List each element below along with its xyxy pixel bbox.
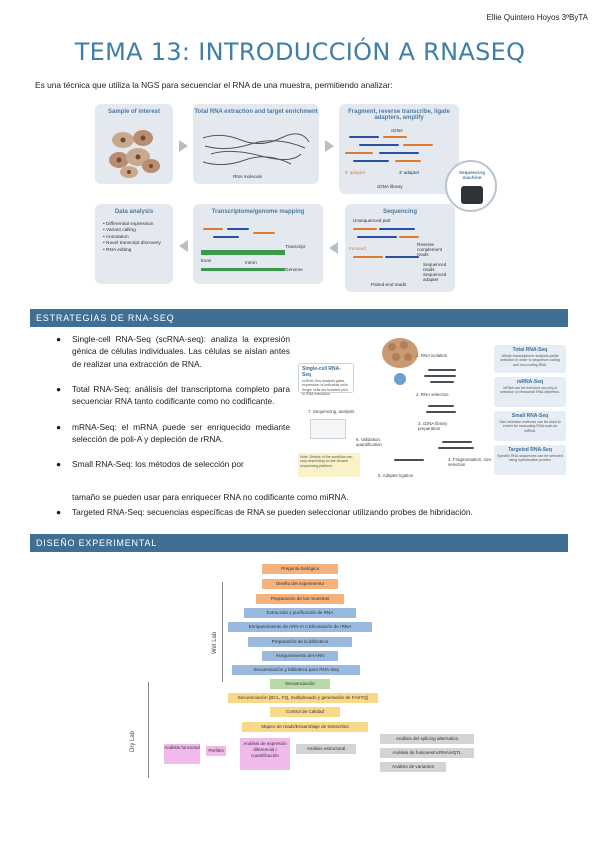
arrow-icon	[179, 240, 188, 252]
cells-illustration	[109, 130, 160, 178]
total-rnaseq-box: Total RNA-Seq Whole transcriptome analys…	[494, 345, 566, 373]
list-item: ●Small RNA-Seq: los métodos de selección…	[56, 459, 244, 469]
expresion-diferencial-box: Análisis de expresión diferencial / cuan…	[240, 738, 290, 770]
section-header-strategies: ESTRATEGIAS DE RNA-SEQ	[30, 309, 568, 327]
sequenced-reads-label: Sequenced reads	[423, 262, 447, 272]
data-analysis-title: Data analysis	[114, 209, 154, 215]
cells-illustration	[382, 338, 418, 368]
unsequenced-label: Unsequenced part	[353, 218, 391, 223]
aseguramiento-box: Aseguramiento del ARN	[262, 651, 338, 661]
mrnaseq-box: mRNA-Seq mRNA can be enriched via poly-A…	[494, 377, 566, 407]
genome-label: Genome	[285, 267, 303, 272]
splicing-box: Análisis del splicing alternativo	[380, 734, 474, 744]
single-cell-box: Single-cell RNA-Seq scRNA-Seq analysis g…	[298, 363, 354, 396]
page-title: TEMA 13: INTRODUCCIÓN A RNASEQ	[74, 38, 526, 66]
author-label: Ellie Quintero Hoyos 3ºByTA	[486, 13, 588, 22]
small-rna-continuation: tamaño se pueden usar para enriquecer RN…	[72, 492, 349, 502]
sample-title: Sample of interest	[107, 109, 160, 115]
arrow-icon	[325, 140, 334, 152]
step-label: 5. Adapter ligation	[378, 473, 414, 478]
fusiones-box: Análisis de fusiones/ncRNA/eQTL	[380, 748, 474, 758]
list-item: ●Total RNA-Seq: análisis del transcripto…	[56, 384, 290, 407]
transcript-label: Transcript	[285, 244, 306, 249]
rnaseq-workflow-figure: Sample of interest Total RNA extraction …	[95, 100, 505, 295]
perfiles-box: Perfiles	[206, 746, 226, 756]
section-header-design: DISEÑO EXPERIMENTAL	[30, 534, 568, 552]
fragment-panel: Fragment, reverse transcribe, ligate ada…	[339, 104, 459, 194]
adapter3-label: 3' adapter	[399, 170, 420, 175]
variantes-box: Análisis de variantes	[380, 762, 446, 772]
small-rnaseq-box: Small RNA-Seq Size selection methods can…	[494, 411, 566, 441]
diseno-experimento-box: Diseño del experimento	[262, 579, 338, 589]
list-item: RNA editing	[103, 248, 161, 253]
mapping-title: Transcriptome/genome mapping	[211, 209, 305, 215]
forward-label: Forward	[349, 246, 366, 251]
mapping-panel: Transcriptome/genome mapping Transcript …	[193, 204, 323, 284]
experimental-design-diagram: Wet Lab Dry Lab Pregunta biológica Diseñ…	[130, 558, 550, 778]
wet-lab-label: Wet Lab	[212, 631, 218, 654]
list-item: Novel transcript discovery	[103, 241, 161, 246]
rna-molecule-label: RNA molecule	[233, 174, 263, 179]
arrow-icon	[179, 140, 188, 152]
step-label: 1. RNA isolation	[416, 353, 448, 358]
extraction-panel: Total RNA extraction and target enrichme…	[193, 104, 319, 184]
single-cell-icon	[394, 373, 406, 385]
fragment-title: Fragment, reverse transcribe, ligate ada…	[348, 109, 450, 121]
exon-label: Exon	[201, 258, 212, 263]
sample-panel: Sample of interest	[95, 104, 173, 184]
cdna-label: cDNA	[391, 128, 403, 133]
analisis-funcional-box: Análisis funcional	[164, 744, 200, 764]
rnaseq-strategies-figure: Single-cell RNA-Seq scRNA-Seq analysis g…	[298, 335, 568, 485]
secuenciacion-box: Secuenciación	[270, 679, 330, 689]
targeted-rnaseq-box: Targeted RNA-Seq Specific RNA sequences …	[494, 445, 566, 475]
data-analysis-panel: Data analysis Differential expression Va…	[95, 204, 173, 284]
list-item: Annotation	[103, 235, 161, 240]
extraccion-rna-box: Extracción y purificación de RNA	[244, 608, 356, 618]
fastq-box: Secuenciación (BCL, FQ, multiplexado y g…	[228, 693, 378, 703]
arrow-icon	[329, 242, 338, 254]
step-label: 4. Fragmentation, size selection	[448, 457, 492, 467]
list-item: ●mRNA-Seq: el mRNA puede ser enriquecido…	[56, 422, 290, 445]
sequenced-adapter-label: Sequenced adapter	[423, 272, 447, 282]
dry-lab-label: Dry Lab	[130, 730, 136, 752]
list-item: Variant calling	[103, 228, 161, 233]
reverse-label: Reverse complement reads	[417, 242, 443, 257]
list-item: Differential expression	[103, 222, 161, 227]
step-label: 7. Sequencing, analysis	[308, 409, 355, 414]
biblioteca-rnaseq-box: Secuenciación y biblioteca para RNA-Seq	[232, 665, 360, 675]
sequencing-panel: Sequencing Unsequenced part Forward Reve…	[345, 204, 455, 292]
sequencing-title: Sequencing	[382, 209, 417, 215]
extraction-title: Total RNA extraction and target enrichme…	[194, 109, 318, 115]
step-label: 3. cDNA library preparation	[418, 421, 448, 431]
strategies-list: ●Single-cell RNA-Seq (scRNA-seq): analiz…	[56, 333, 290, 470]
list-item: ●Single-cell RNA-Seq (scRNA-seq): analiz…	[56, 334, 290, 369]
preparacion-muestras-box: Preparación de las muestras	[256, 594, 344, 604]
step-label: 2. RNA selection	[416, 392, 449, 397]
analysis-list: Differential expression Variant calling …	[103, 222, 161, 254]
workflow-note: Note: Details of the workflow can vary d…	[298, 453, 360, 477]
sequencing-output-icon	[310, 419, 346, 439]
sequencing-machine-icon: Sequencing machine	[445, 160, 497, 212]
preparacion-biblioteca-box: Preparación de la biblioteca	[248, 637, 352, 647]
step-label: 6. Validation, quantification	[356, 437, 382, 447]
enriquecimiento-box: Enriquecimiento de ARN m o Eliminación d…	[228, 622, 372, 632]
pregunta-biologica-box: Pregunta biológica	[262, 564, 338, 574]
list-item: ●Targeted RNA-Seq: secuencias específica…	[56, 507, 473, 517]
mapeo-box: Mapeo de reads/Ensamblaje de transcritos	[242, 722, 368, 732]
cdna-library-label: cDNA library	[377, 184, 403, 189]
rna-molecules-illustration	[202, 133, 310, 166]
adapter5-label: 5' adapter	[345, 170, 366, 175]
intro-text: Es una técnica que utiliza la NGS para s…	[35, 80, 393, 90]
control-calidad-box: Control de Calidad	[270, 707, 340, 717]
analisis-estructural-box: Análisis estructural	[296, 744, 356, 754]
paired-end-label: Paired-end reads	[371, 282, 407, 287]
intron-label: Intron	[245, 260, 257, 265]
